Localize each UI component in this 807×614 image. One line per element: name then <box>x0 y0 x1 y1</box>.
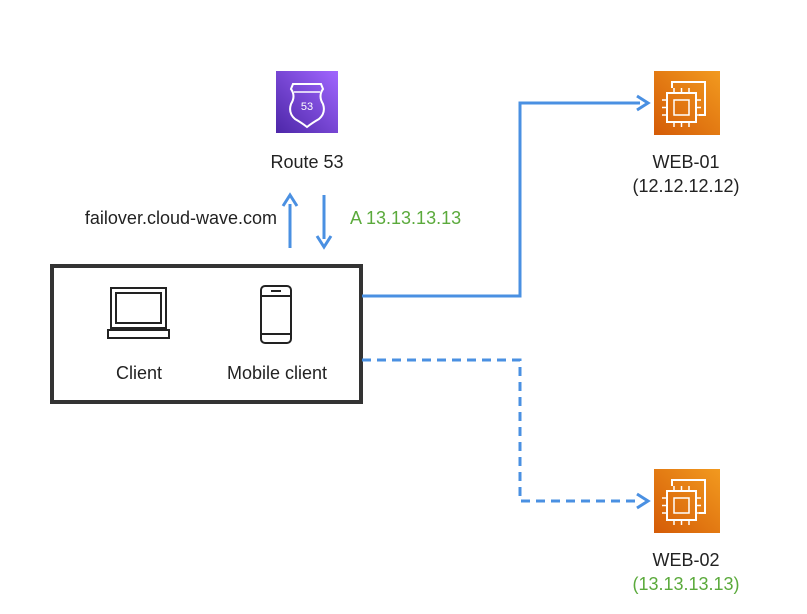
web-01-ip: (12.12.12.12) <box>632 176 739 196</box>
link-web-01 <box>362 94 651 298</box>
web-02-ec2-icon <box>654 469 720 533</box>
web-02-name: WEB-02 <box>652 550 719 570</box>
web-01-name: WEB-01 <box>652 152 719 172</box>
web-02-ip: (13.13.13.13) <box>632 574 739 594</box>
route53-icon: 53 <box>276 71 338 133</box>
smartphone-icon <box>260 285 292 344</box>
dns-answer-arrow <box>315 195 333 250</box>
link-web-02 <box>362 358 651 510</box>
client-group-box <box>50 264 363 404</box>
query-domain-label: failover.cloud-wave.com <box>85 208 277 228</box>
dns-answer-label: A 13.13.13.13 <box>350 208 461 228</box>
mobile-client-label: Mobile client <box>227 363 327 383</box>
route53-label: Route 53 <box>270 152 343 172</box>
dns-query-arrow <box>281 192 299 248</box>
web-01-ec2-icon <box>654 71 720 135</box>
laptop-icon <box>107 287 170 339</box>
route53-badge-text: 53 <box>301 101 313 113</box>
client-label: Client <box>116 363 162 383</box>
